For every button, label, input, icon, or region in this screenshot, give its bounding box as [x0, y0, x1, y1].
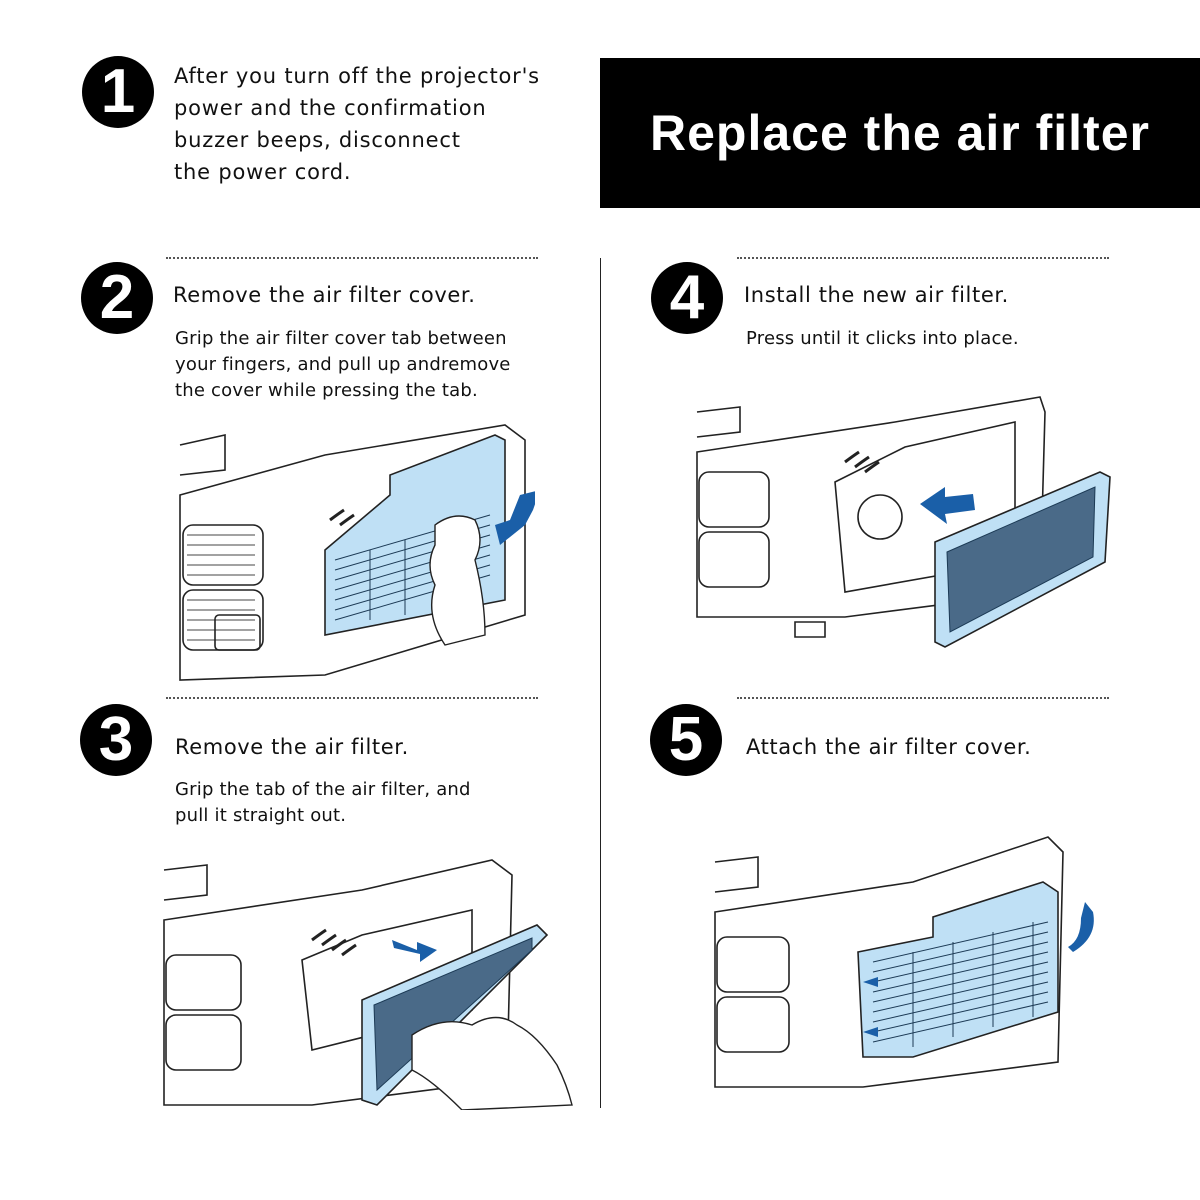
step-3-description: Grip the tab of the air filter, and pull…: [175, 777, 471, 829]
filter-cover-shape: [857, 881, 1059, 1058]
step-3-desc-line: Grip the tab of the air filter, and: [175, 779, 471, 800]
step-3-illustration: [163, 859, 573, 1110]
step-2-title: Remove the air filter cover.: [173, 283, 476, 307]
step-5-title: Attach the air filter cover.: [746, 735, 1032, 759]
step-5-number-badge: 5: [650, 704, 722, 776]
step-3-dotted-rule: [166, 697, 538, 699]
arrow-icon: [863, 1027, 878, 1037]
step-4-number-badge: 4: [651, 262, 723, 334]
step-2-desc-line: Grip the air filter cover tab between: [175, 328, 507, 349]
step-1-line: the power cord.: [174, 160, 352, 184]
step-5-dotted-rule: [737, 697, 1109, 699]
step-4-dotted-rule: [737, 257, 1109, 259]
arrow-icon: [392, 940, 437, 962]
step-2-illustration: [179, 424, 535, 681]
hand-shape: [429, 515, 486, 646]
step-4-desc-line: Press until it clicks into place.: [746, 328, 1019, 349]
column-divider: [600, 258, 601, 1108]
step-2-desc-line: the cover while pressing the tab.: [175, 380, 478, 401]
step-5-illustration: [714, 836, 1101, 1088]
step-4-description: Press until it clicks into place.: [746, 326, 1019, 352]
arrow-icon: [1068, 902, 1101, 952]
step-3-number-badge: 3: [80, 704, 152, 776]
arrow-icon: [920, 487, 975, 524]
step-2-description: Grip the air filter cover tab between yo…: [175, 326, 511, 404]
step-2-desc-line: your fingers, and pull up andremove: [175, 354, 511, 375]
step-2-dotted-rule: [166, 257, 538, 259]
step-1-number-badge: 1: [82, 56, 154, 128]
step-1-instruction: After you turn off the projector's power…: [174, 60, 540, 188]
page-title: Replace the air filter: [600, 58, 1200, 208]
arrow-icon: [495, 491, 535, 545]
step-1-line: power and the confirmation: [174, 96, 487, 120]
step-1-line: After you turn off the projector's: [174, 64, 540, 88]
step-3-desc-line: pull it straight out.: [175, 805, 347, 826]
step-1-line: buzzer beeps, disconnect: [174, 128, 461, 152]
step-4-title: Install the new air filter.: [744, 283, 1009, 307]
hands-shape: [411, 1016, 573, 1110]
step-4-illustration: [696, 396, 1111, 648]
step-3-title: Remove the air filter.: [175, 735, 409, 759]
arrow-icon: [863, 977, 878, 987]
step-2-number-badge: 2: [81, 262, 153, 334]
